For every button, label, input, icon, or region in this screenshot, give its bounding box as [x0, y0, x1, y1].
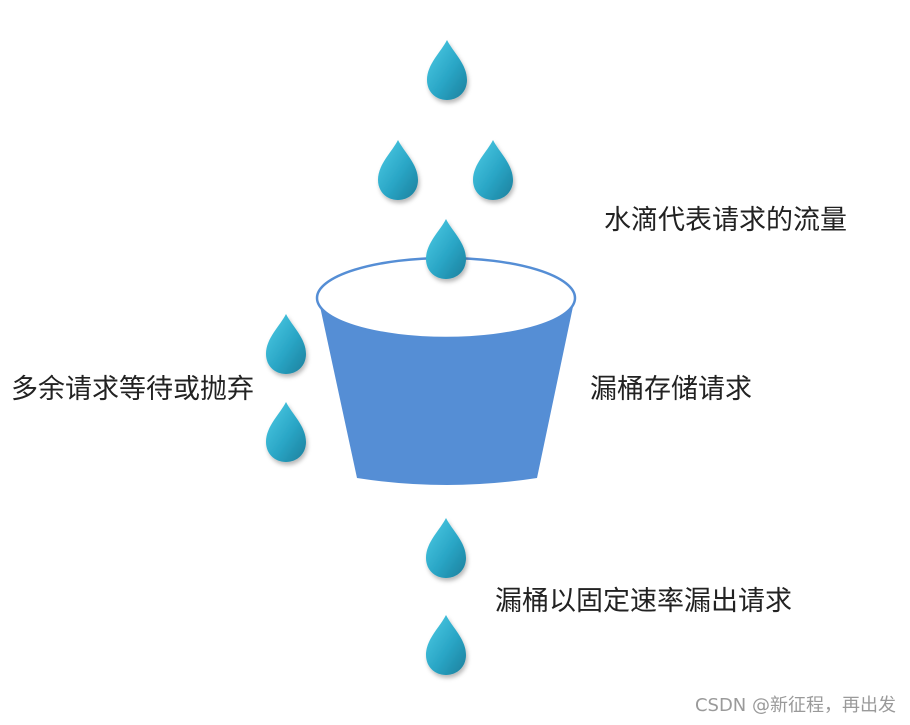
water-drop: [378, 140, 418, 200]
bucket-storage-label: 漏桶存储请求: [590, 374, 752, 405]
water-drop: [427, 40, 467, 100]
overflow-drop: [266, 314, 306, 374]
overflow-drop: [266, 402, 306, 462]
watermark: CSDN @新征程，再出发: [694, 695, 896, 716]
leaking-drop: [426, 518, 466, 578]
drops-meaning-label: 水滴代表请求的流量: [604, 205, 847, 236]
leaking-drop: [426, 615, 466, 675]
water-drop: [473, 140, 513, 200]
bucket-body: [318, 297, 575, 485]
fixed-rate-label: 漏桶以固定速率漏出请求: [495, 586, 792, 617]
water-drop: [426, 219, 466, 279]
excess-handling-label: 多余请求等待或抛弃: [11, 374, 254, 405]
